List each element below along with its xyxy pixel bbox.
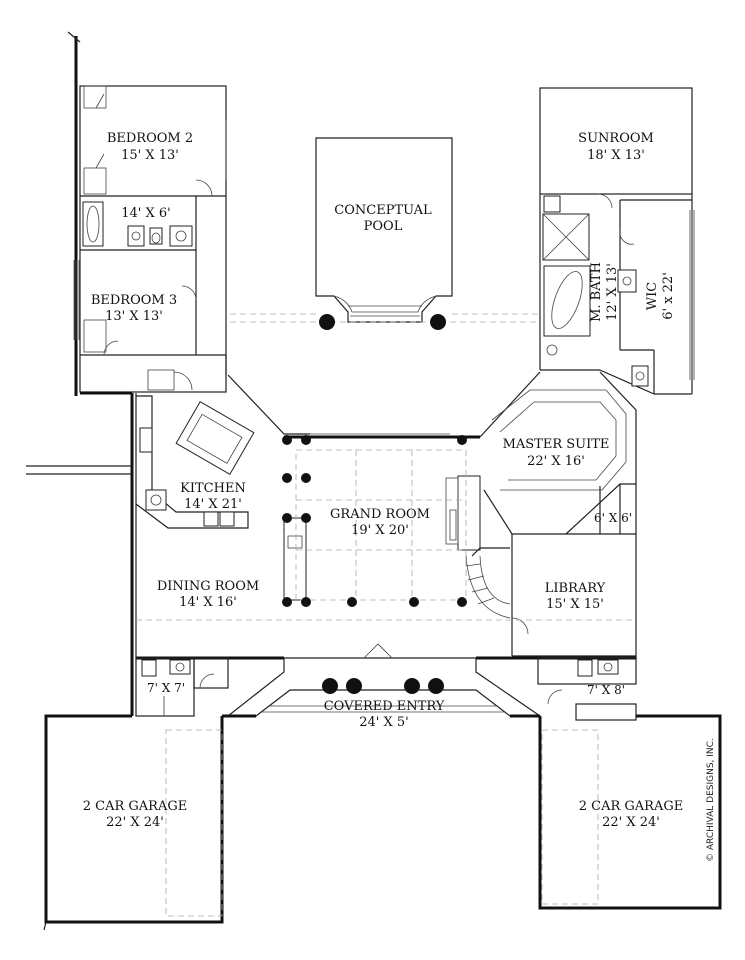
wic-name: WIC [645, 282, 660, 310]
copyright-text: © ARCHIVAL DESIGNS, INC. [706, 738, 716, 862]
bath-7x8-size: 7' X 8' [587, 683, 625, 697]
sunroom-name: SUNROOM [578, 131, 654, 146]
bath2-size: 14' X 6' [121, 206, 170, 221]
wic-size: 6' x 22' [661, 272, 676, 320]
master-suite-size: 22' X 16' [527, 454, 585, 469]
covered-entry-size: 24' X 5' [359, 715, 408, 730]
kitchen-name: KITCHEN [180, 481, 246, 496]
dining-room-name: DINING ROOM [157, 579, 259, 594]
covered-entry-name: COVERED ENTRY [324, 699, 445, 714]
grand-room-name: GRAND ROOM [330, 507, 430, 522]
dining-room-size: 14' X 16' [179, 595, 237, 610]
bedroom2-name: BEDROOM 2 [107, 131, 193, 146]
bedroom3-name: BEDROOM 3 [91, 293, 177, 308]
master-suite-name: MASTER SUITE [503, 437, 610, 452]
closet-6x6-size: 6' X 6' [594, 511, 632, 525]
garages [43, 714, 722, 931]
bedroom2-size: 15' X 13' [121, 148, 179, 163]
right-wing [539, 87, 695, 395]
mbath-size: 12' X 13' [605, 263, 620, 321]
kitchen-size: 14' X 21' [184, 497, 242, 512]
garage-left-name: 2 CAR GARAGE [83, 799, 187, 814]
main-core [26, 355, 637, 922]
powder-7x7-size: 7' X 7' [147, 681, 185, 695]
garage-right-size: 22' X 24' [602, 815, 660, 830]
library-name: LIBRARY [545, 581, 606, 596]
sunroom-size: 18' X 13' [587, 148, 645, 163]
mbath-name: M. BATH [589, 262, 604, 322]
pool-label-line1: CONCEPTUAL [334, 203, 432, 218]
library-size: 15' X 15' [546, 597, 604, 612]
garage-right-name: 2 CAR GARAGE [579, 799, 683, 814]
pool-label-line2: POOL [364, 219, 403, 234]
room-labels: BEDROOM 2 15' X 13' 14' X 6' BEDROOM 3 1… [83, 131, 716, 862]
bedroom3-size: 13' X 13' [105, 309, 163, 324]
left-wing [67, 31, 227, 396]
grand-room-size: 19' X 20' [351, 523, 409, 538]
pool-area [230, 137, 540, 330]
garage-left-size: 22' X 24' [106, 815, 164, 830]
